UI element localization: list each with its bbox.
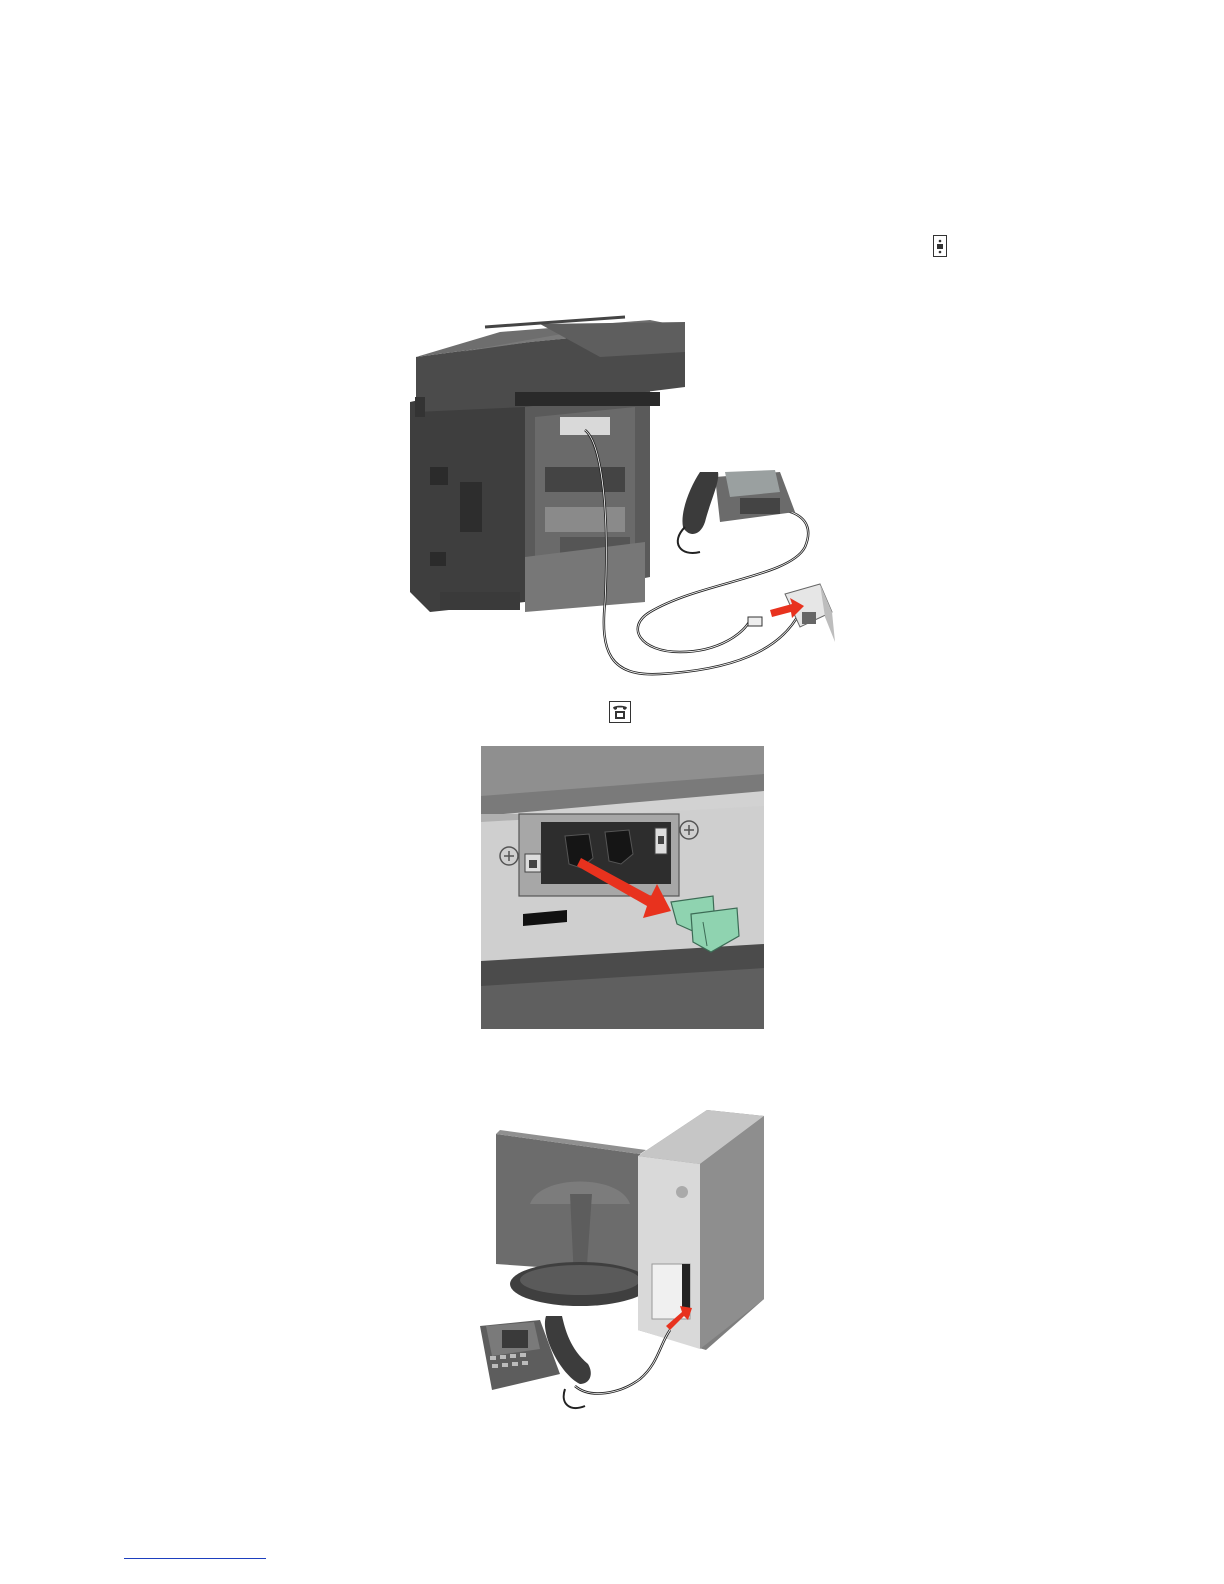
phone-port-icon: [609, 701, 631, 723]
telephone-icon: [480, 1316, 591, 1408]
printer-icon: [410, 317, 685, 612]
computer-modem-phone-figure: [470, 1094, 770, 1414]
computer-icon: [496, 1110, 764, 1350]
telephone-icon: [678, 470, 795, 553]
printer-phone-wall-connection-figure: [400, 312, 845, 684]
remove-port-plug-figure: [481, 746, 764, 1029]
footnote-separator: [124, 1558, 266, 1559]
line-port-icon: [933, 235, 947, 257]
